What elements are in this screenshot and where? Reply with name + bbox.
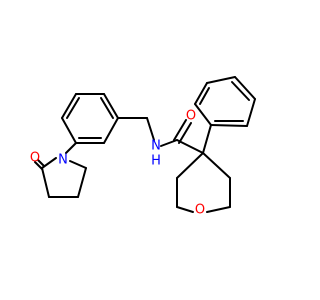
structure-diagram: O N N H O O (27, 76, 256, 219)
phenyl-bond-1 (194, 103, 212, 126)
bond-amide-co-2 (178, 122, 192, 144)
oxane-bond-3 (176, 206, 194, 213)
atom-oxygen-lactam: O (30, 151, 40, 166)
phenyl-bond-2 (194, 82, 208, 105)
bond-c-carbonyl-ch2 (41, 167, 50, 198)
bond-co-lactam-1 (37, 159, 45, 167)
ring-bond-5 (103, 117, 119, 144)
atom-oxygen-ring: O (195, 203, 205, 218)
ring-inner-bond-2 (100, 97, 114, 119)
label-backgrounds (27, 107, 208, 219)
ring-inner-bond-1 (66, 97, 80, 119)
oxane-bond-1 (176, 152, 204, 179)
pyrrolidinone-ring (34, 157, 87, 198)
atom-nitrogen-lactam: N (58, 153, 68, 168)
atom-nitrogen-amide: N (151, 139, 161, 154)
phenyl-inner-1 (199, 87, 210, 105)
phenyl-ring (194, 76, 256, 154)
bond-nh-carbonyl (160, 139, 178, 147)
bond-carbonyl-quaternary (176, 139, 204, 154)
phenyl-inner-2 (231, 81, 250, 101)
oxane-bond-6 (202, 152, 231, 179)
phenyl-bond-3 (206, 76, 236, 84)
atom-hydrogen-amide: H (151, 154, 161, 169)
bond-n-aryl (65, 142, 77, 154)
phenyl-bond-4 (234, 76, 256, 100)
phenyl-bond-6 (210, 124, 248, 127)
oxane-ring (176, 152, 231, 213)
molecule-drawing: O N N H O O (27, 76, 256, 219)
bond-amide-co-1 (173, 119, 187, 141)
bond-ch2-ch2-n (77, 167, 87, 198)
oxane-bond-4 (206, 206, 231, 213)
bond-quaternary-phenyl (202, 124, 212, 154)
benzene-ring-central (61, 93, 119, 144)
bond-ch2-nh (146, 117, 155, 141)
bond-co-lactam-2 (34, 161, 43, 170)
phenyl-bond-5 (246, 98, 256, 127)
ring-bond-2 (61, 93, 77, 119)
ring-bond-4 (103, 93, 119, 119)
bond-ch2-n (69, 160, 87, 169)
atom-oxygen-amide: O (186, 109, 196, 124)
ring-bond-1 (61, 117, 77, 144)
